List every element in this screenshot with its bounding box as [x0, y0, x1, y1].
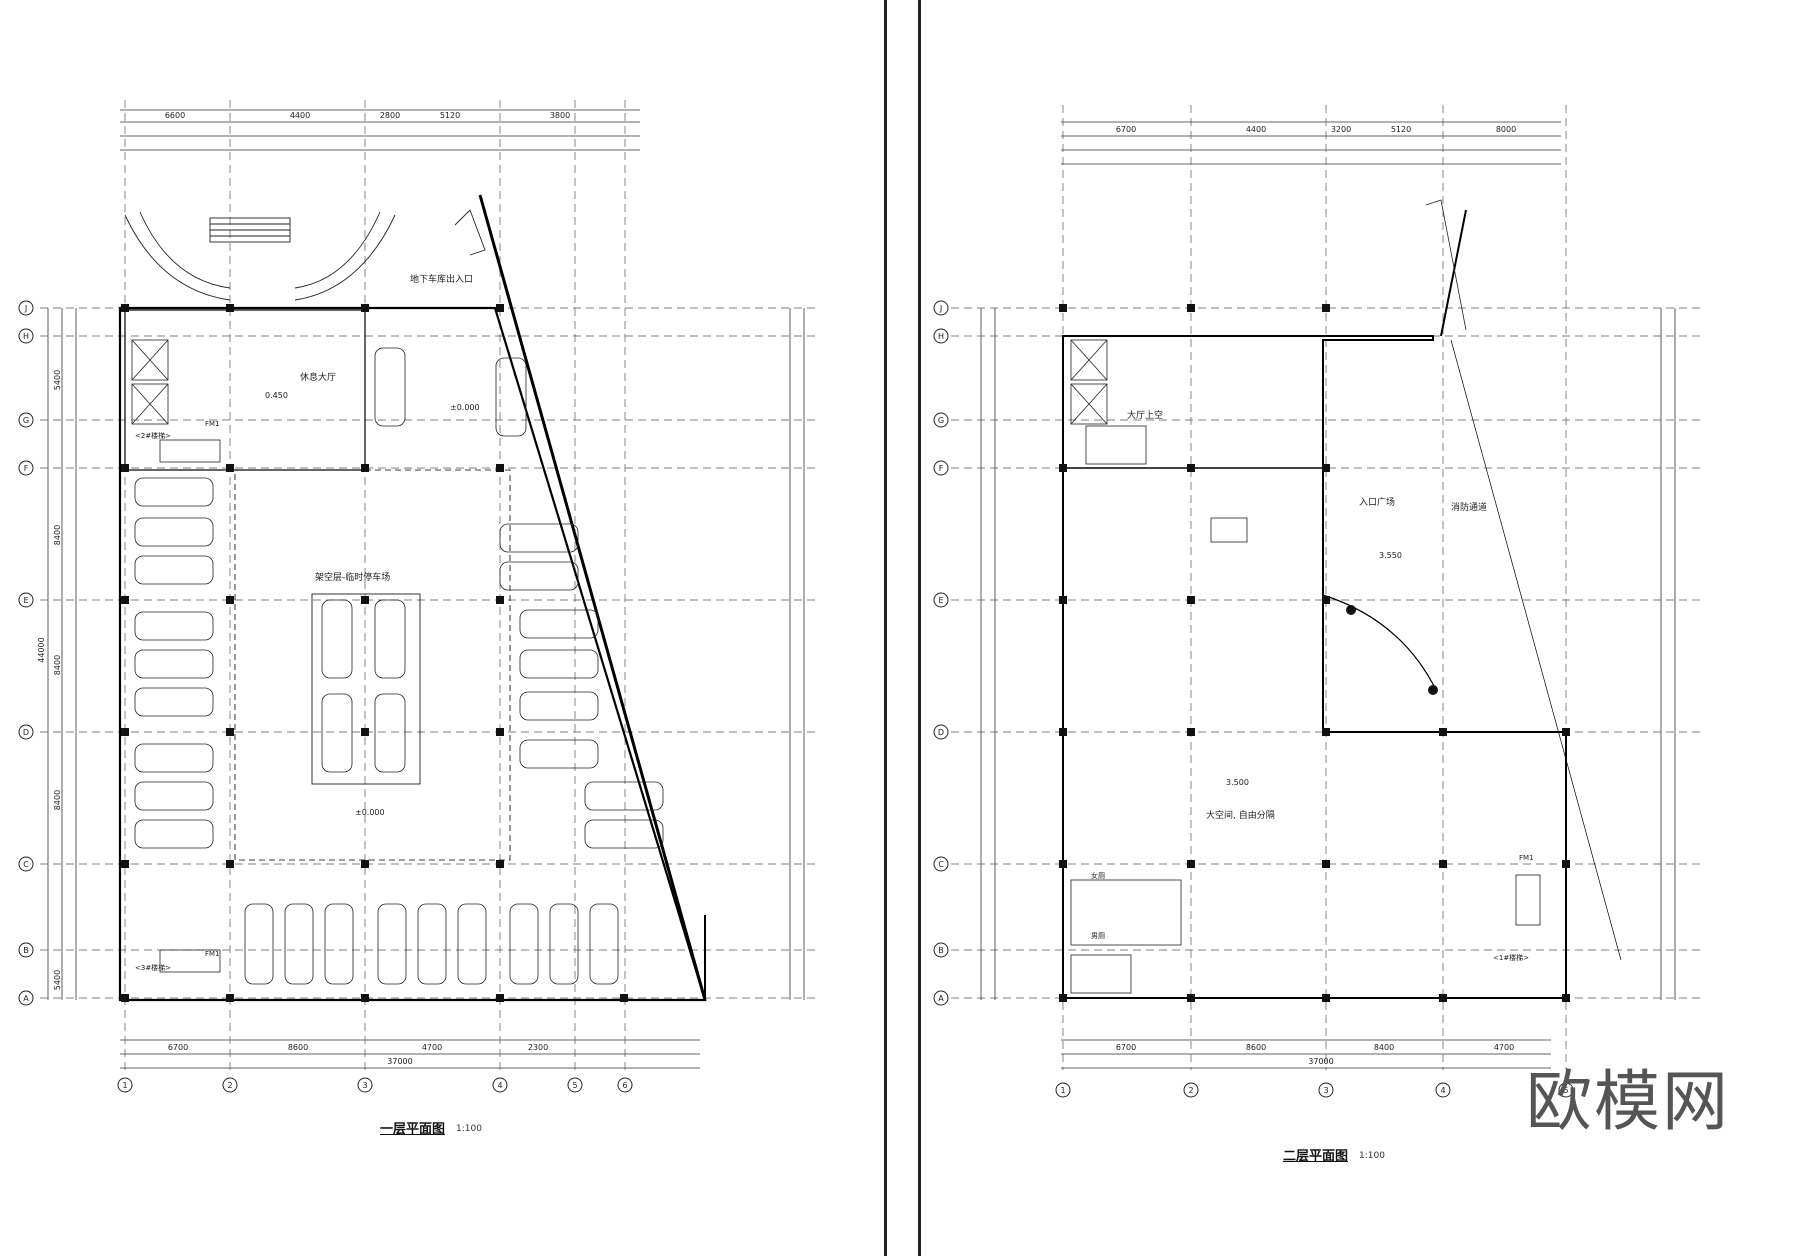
dim-left-5: 5400: [53, 370, 62, 390]
grid-y-A: A: [23, 994, 29, 1003]
r-grid-y-B: B: [938, 946, 944, 955]
dim-top-1: 6600: [165, 111, 185, 120]
r-dim-top-5: 8000: [1496, 125, 1516, 134]
r-grid-y-A: A: [938, 994, 944, 1003]
left-floor-plan: 1 2 3 4 5 6 A B C D E F G H J 6600 4400 …: [18, 100, 820, 1093]
dim-bottom-1: 6700: [168, 1043, 188, 1052]
dim-left-2: 8400: [53, 790, 62, 810]
label-elevation-350: 3.500: [1226, 778, 1249, 787]
dim-left-4: 8400: [53, 525, 62, 545]
r-grid-y-J: J: [939, 304, 942, 313]
grid-x-1: 1: [122, 1081, 127, 1090]
r-grid-x-5: 5: [1563, 1086, 1568, 1095]
r-grid-y-H: H: [938, 332, 944, 341]
r-grid-x-1: 1: [1060, 1086, 1065, 1095]
label-door-fm1b: FM1: [205, 950, 220, 958]
label-parking: 架空层-临时停车场: [315, 571, 390, 583]
r-grid-y-F: F: [939, 464, 944, 473]
grid-x-5: 5: [572, 1081, 577, 1090]
grid-x-4: 4: [497, 1081, 502, 1090]
label-elevation-lobby: 0.450: [265, 391, 288, 400]
label-elevation-0: ±0.000: [450, 403, 480, 412]
grid-y-F: F: [24, 464, 29, 473]
r-dim-bottom-1: 6700: [1116, 1043, 1136, 1052]
r-dim-bottom-4: 4700: [1494, 1043, 1514, 1052]
label-door-fm1: FM1: [205, 420, 220, 428]
grid-y-J: J: [24, 304, 27, 313]
dim-top-4: 5120: [440, 111, 460, 120]
grid-y-G: G: [23, 416, 29, 425]
r-dim-top-4: 5120: [1391, 125, 1411, 134]
left-plan-title: 一层平面图: [380, 1122, 446, 1137]
right-drawing-sheet: 1 2 3 4 5 A B C D E F G H J 6700 4400 32…: [918, 0, 1800, 1256]
label-fire-road: 消防通道: [1451, 501, 1487, 513]
right-plan-title: 二层平面图: [1283, 1149, 1349, 1164]
grid-y-D: D: [23, 728, 29, 737]
dim-bottom-3: 4700: [422, 1043, 442, 1052]
dim-left-3: 8400: [53, 655, 62, 675]
r-grid-y-G: G: [938, 416, 944, 425]
dim-left-1: 5400: [53, 970, 62, 990]
label-garage-entrance: 地下车库出入口: [410, 273, 473, 285]
left-drawing-sheet: 1 2 3 4 5 6 A B C D E F G H J 6600 4400 …: [0, 0, 887, 1256]
label-stair-3: <3#楼梯>: [135, 963, 171, 972]
grid-y-H: H: [23, 332, 29, 341]
label-free-space: 大空间, 自由分隔: [1206, 809, 1275, 821]
dim-top-2: 4400: [290, 111, 310, 120]
label-hall-above: 大厅上空: [1127, 409, 1163, 421]
r-grid-y-C: C: [938, 860, 944, 869]
r-grid-x-2: 2: [1188, 1086, 1193, 1095]
r-grid-y-E: E: [938, 596, 943, 605]
label-wc-female: 女厕: [1091, 871, 1105, 880]
label-entrance-plaza: 入口广场: [1359, 496, 1395, 508]
left-plan-scale: 1:100: [456, 1124, 482, 1134]
dim-bottom-2: 8600: [288, 1043, 308, 1052]
right-floor-plan: 1 2 3 4 5 A B C D E F G H J 6700 4400 32…: [933, 105, 1701, 1098]
r-dim-bottom-2: 8600: [1246, 1043, 1266, 1052]
watermark-logo: 欧模网: [1526, 1063, 1730, 1140]
grid-y-E: E: [23, 596, 28, 605]
r-dim-top-3: 3200: [1331, 125, 1351, 134]
right-plan-scale: 1:100: [1359, 1151, 1385, 1161]
label-door-fm1-right: FM1: [1519, 854, 1534, 862]
dim-bottom-total: 37000: [387, 1057, 412, 1066]
r-grid-y-D: D: [938, 728, 944, 737]
r-dim-bottom-3: 8400: [1374, 1043, 1394, 1052]
label-stair-1: <1#楼梯>: [1493, 953, 1529, 962]
r-dim-bottom-total: 37000: [1308, 1057, 1333, 1066]
label-wc-male: 男厕: [1091, 932, 1105, 940]
grid-y-C: C: [23, 860, 29, 869]
dim-bottom-4: 2300: [528, 1043, 548, 1052]
dim-left-total: 44000: [37, 637, 46, 662]
label-elevation-0b: ±0.000: [355, 808, 385, 817]
r-dim-top-2: 4400: [1246, 125, 1266, 134]
label-elevation-355: 3.550: [1379, 551, 1402, 560]
grid-x-6: 6: [622, 1081, 627, 1090]
r-grid-x-4: 4: [1440, 1086, 1445, 1095]
dim-top-3: 2800: [380, 111, 400, 120]
grid-x-3: 3: [362, 1081, 367, 1090]
dim-top-5: 3800: [550, 111, 570, 120]
r-grid-x-3: 3: [1323, 1086, 1328, 1095]
label-stair-2: <2#楼梯>: [135, 431, 171, 440]
label-lobby: 休息大厅: [300, 371, 336, 383]
grid-y-B: B: [23, 946, 29, 955]
grid-x-2: 2: [227, 1081, 232, 1090]
r-dim-top-1: 6700: [1116, 125, 1136, 134]
